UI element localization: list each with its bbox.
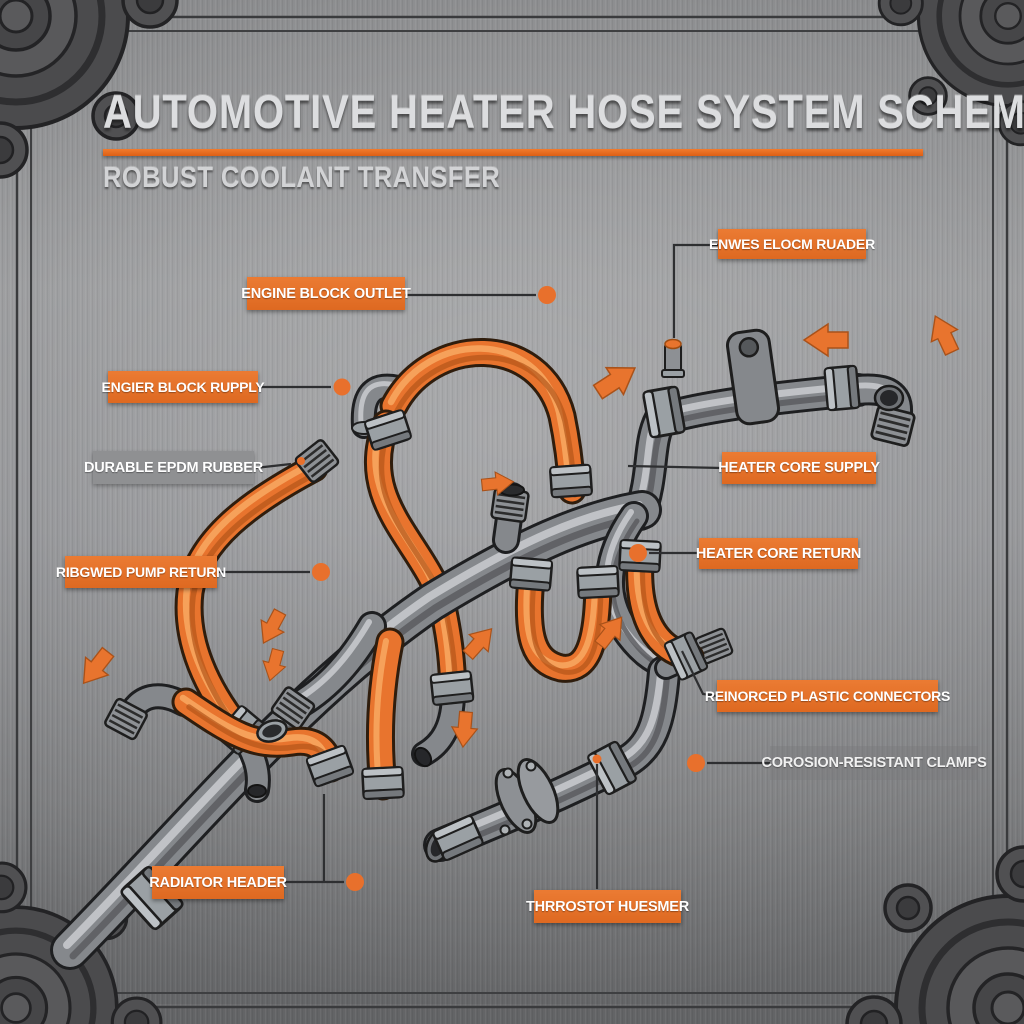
callout-dot [346, 873, 364, 891]
leader-line [681, 650, 718, 698]
label-engine-block-reader: ENWES ELOCM RUADER [709, 229, 875, 259]
bleed-nipple [661, 338, 685, 378]
callout-dot [333, 378, 351, 396]
flow-arrow [251, 605, 292, 650]
label-engine-block-supply: ENGIER BLOCK RUPPLY [102, 371, 265, 403]
inner-frame-line [30, 30, 994, 994]
label-engine-block-outlet: ENGINE BLOCK OUTLET [241, 277, 411, 310]
hose-clamp [641, 384, 687, 440]
callout-dot [538, 286, 556, 304]
leader-line [672, 243, 718, 338]
label-durable-epdm-rubber: DURABLE EPDM RUBBER [84, 451, 263, 484]
flow-arrow [921, 309, 966, 359]
hose-clamp [823, 364, 861, 412]
gray-elbow-hose-end [412, 669, 475, 768]
label-radiator-header: RADIATOR HEADER [149, 866, 287, 899]
title-underline [103, 149, 923, 156]
flow-arrow [803, 323, 849, 357]
label-ribbed-pump-return: RIBGWED PUMP RETURN [56, 556, 226, 588]
poster-subtitle: ROBUST COOLANT TRANSFER [103, 162, 501, 194]
label-heater-core-supply: HEATER CORE SUPPLY [718, 452, 880, 484]
flow-arrow [258, 646, 290, 685]
callout-dot [592, 754, 602, 764]
orange-hose-bottom-left [102, 696, 356, 789]
leader-line [627, 464, 723, 470]
hose-clamp [360, 765, 406, 801]
flow-arrow [588, 353, 645, 407]
flow-arrow [71, 642, 121, 693]
callout-leaders [216, 243, 770, 891]
thermostat-flange [494, 758, 560, 836]
label-reinforced-plastic-connectors: REINORCED PLASTIC CONNECTORS [705, 680, 950, 712]
callout-dot [297, 457, 305, 465]
frame-highlight [18, 18, 1006, 1006]
label-heater-core-return: HEATER CORE RETURN [696, 538, 861, 569]
callout-dot [312, 563, 330, 581]
gray-pipe-thermostat [422, 626, 735, 863]
hose-clamp [575, 564, 621, 600]
gray-stub-left-hose-end [214, 703, 266, 797]
orange-hose-u-center [508, 556, 621, 672]
callout-dot [687, 754, 705, 772]
label-corrosion-resistant-clamps: COROSION-RESISTANT CLAMPS [761, 746, 987, 780]
poster-title: AUTOMOTIVE HEATER HOSE SYSTEM SCHEMATIC [103, 85, 1024, 138]
hose-clamp [508, 556, 554, 592]
gray-pipe-top-right [637, 328, 917, 519]
hose-clamp [429, 669, 475, 707]
mounting-bracket [725, 328, 781, 426]
label-thermostat-housing: THRROSTOT HUESMER [526, 890, 689, 923]
leader-line [254, 462, 292, 470]
callout-dot [629, 544, 647, 562]
hose-clamp [548, 463, 594, 499]
outer-frame-line [15, 15, 1009, 1009]
threaded-fitting [869, 404, 917, 448]
